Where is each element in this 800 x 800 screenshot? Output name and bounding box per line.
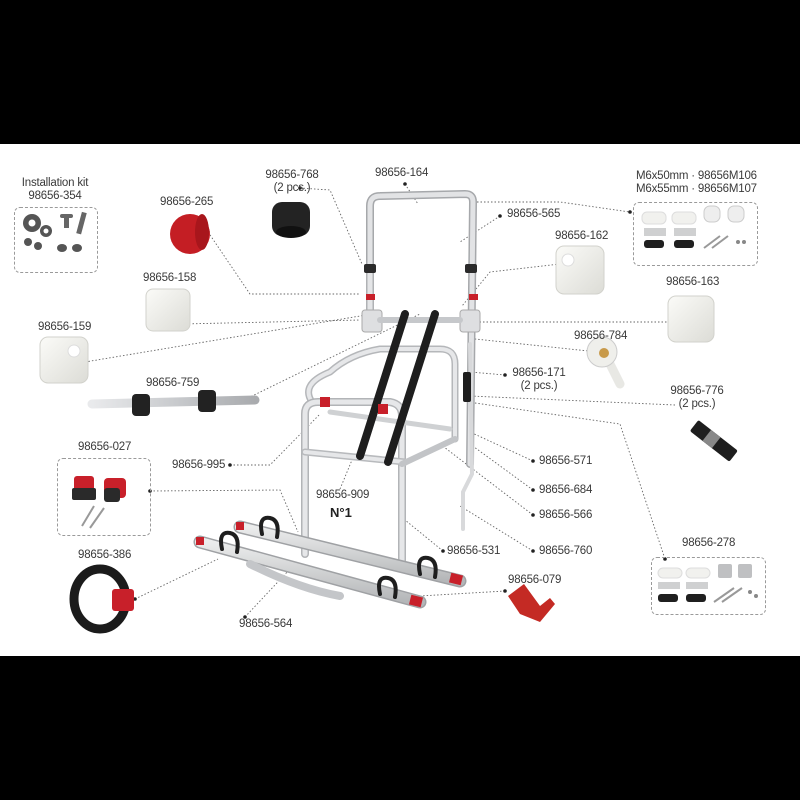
rails [193,515,467,609]
part-label-909: 98656-909 [316,489,370,501]
part-label-571: 98656-571 [539,455,593,467]
part-label-759: 98656-759 [146,377,200,389]
plug-kit-027-box [57,458,151,536]
part-label-265: 98656-265 [160,196,214,208]
cover-cap-163-icon [667,295,715,343]
red-end-cap-icon [170,214,210,254]
part-label-027: 98656-027 [78,441,132,453]
red-plug-kit-icon [72,476,126,529]
part-label-162: 98656-162 [555,230,609,242]
letterbox-top [0,0,800,144]
strap-buckle-icon [690,420,738,461]
mounting-kit-m106-box [633,202,758,266]
part-label-566: 98656-566 [539,509,593,521]
part-label-776: 98656-776 (2 pcs.) [670,385,724,410]
mounting-kit-top-icon [641,205,746,249]
installation-kit-box [14,207,98,273]
mounting-kit-bottom-icon [657,564,758,603]
part-label-995: 98656-995 [172,459,226,471]
part-label-760: 98656-760 [539,545,593,557]
cover-cap-162-icon [555,245,605,295]
installation-kit-icon [23,211,87,252]
part-label-565: 98656-565 [507,208,561,220]
diagram-graphics [23,182,758,634]
part-label-m106-m107: M6x50mm · 98656M106 M6x55mm · 98656M107 [636,170,757,195]
part-label-684: 98656-684 [539,484,593,496]
part-label-354: Installation kit 98656-354 [21,177,89,202]
parts-diagram: Installation kit 98656-354 98656-265 986… [0,144,800,656]
axle-rod-icon [87,390,260,416]
part-label-158: 98656-158 [143,272,197,284]
wheel-strap-icon [69,564,134,634]
rubber-sleeve-icon [272,202,310,238]
part-label-079: 98656-079 [508,574,562,586]
red-rail-end-icon [508,584,555,622]
bike-carrier-frame [301,189,481,568]
part-label-768: 98656-768 (2 pcs.) [265,169,319,194]
assembly-number-label: N°1 [330,505,352,520]
part-label-564: 98656-564 [239,618,293,630]
part-label-171: 98656-171 (2 pcs.) [512,367,566,392]
part-label-163: 98656-163 [666,276,720,288]
part-label-784: 98656-784 [574,330,628,342]
part-label-164: 98656-164 [375,167,429,179]
part-label-531: 98656-531 [447,545,501,557]
cover-cap-158-icon [145,288,191,332]
lock-bracket-icon [586,336,625,389]
leader-lines [84,183,676,618]
mounting-kit-278-box [651,557,766,615]
part-label-386: 98656-386 [78,549,132,561]
cover-cap-159-icon [39,336,89,384]
part-label-159: 98656-159 [38,321,92,333]
part-label-278: 98656-278 [682,537,736,549]
letterbox-bottom [0,656,800,800]
